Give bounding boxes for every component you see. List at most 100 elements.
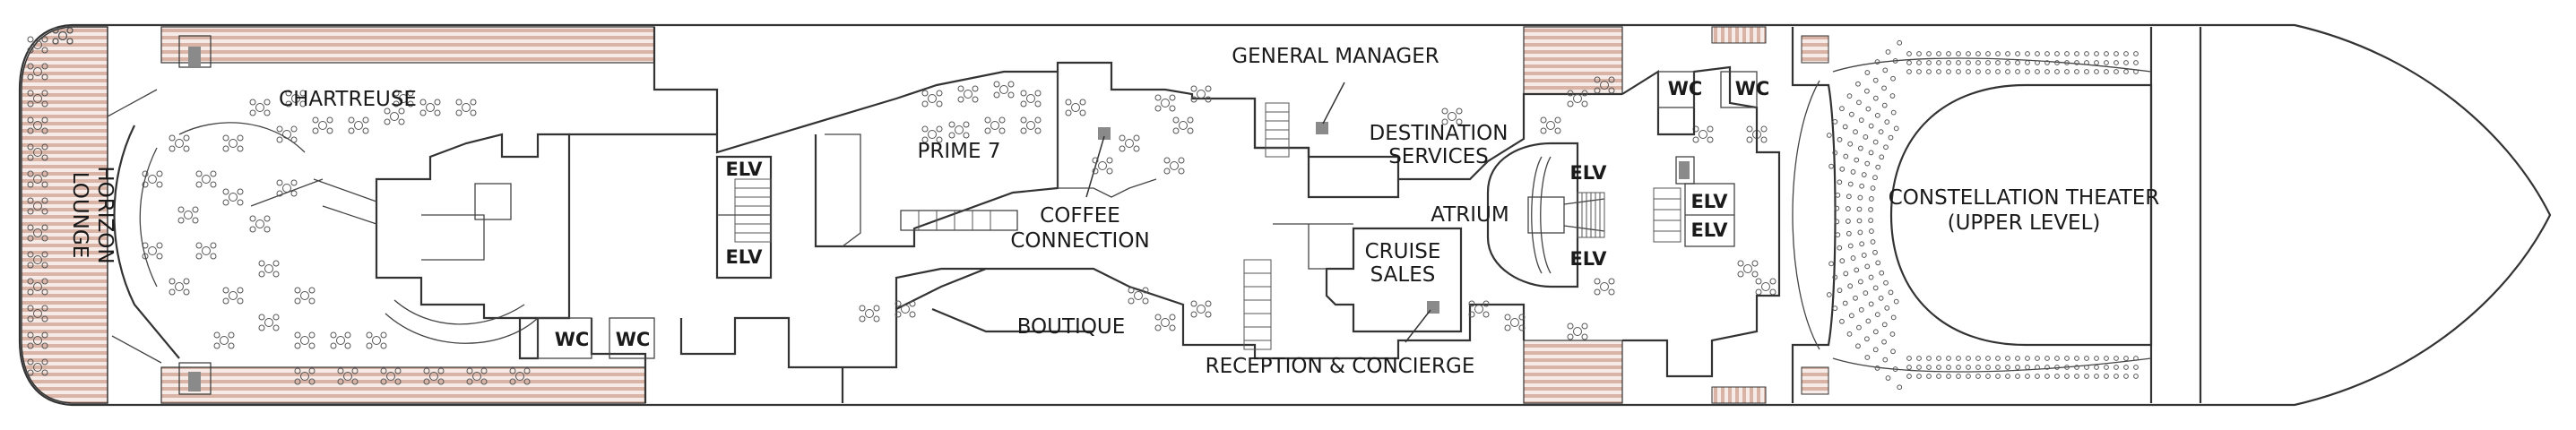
theater-seat: [1879, 270, 1885, 276]
aft-elevator-block: [715, 155, 773, 280]
mid-stairs-top: [1265, 102, 1290, 158]
lounge-seat-chair: [294, 342, 301, 349]
lounge-row-table: [472, 372, 481, 381]
stern-seat-chair: [27, 369, 34, 376]
theater-structure: [1791, 27, 2202, 403]
theater-seat-top: [1956, 51, 1961, 56]
misc-seat-chair: [1769, 278, 1776, 285]
theater-seat-top: [2114, 51, 2119, 56]
theater-seat: [1869, 228, 1874, 234]
theater-seat-top: [2025, 69, 2030, 74]
stern-seat-table: [33, 255, 42, 264]
label-prime7: PRIME 7: [918, 140, 1001, 163]
misc-seat-table: [1448, 112, 1457, 121]
theater-seat-bottom: [2005, 356, 2010, 361]
lounge-seat-table: [175, 139, 184, 148]
prime-seat-chair: [1065, 99, 1072, 106]
prime-seat-chair: [1133, 134, 1140, 142]
stern-seat-chair: [27, 208, 34, 215]
prime-seat-table: [928, 94, 937, 103]
lounge-row-chair: [294, 378, 301, 385]
theater-seat-bottom: [2015, 365, 2020, 370]
theater-seat: [1837, 245, 1843, 251]
theater-seat: [1884, 305, 1890, 311]
lounge-seat-chair: [407, 100, 414, 108]
lounge-seat-chair: [177, 206, 185, 213]
theater-seat: [1878, 129, 1884, 135]
lounge-seat-chair: [407, 90, 414, 97]
stern-seat-chair: [41, 197, 48, 204]
misc-seat-chair: [1504, 324, 1511, 331]
stern-top-chair: [66, 27, 73, 34]
theater-seat: [1872, 347, 1879, 353]
boutique-wall: [895, 267, 1094, 333]
theater-seat-top: [1906, 51, 1912, 56]
prime-seat-chair: [993, 91, 1000, 99]
theater-seat: [1853, 129, 1858, 135]
lounge-seat-chair: [183, 134, 190, 142]
lounge-seat-chair: [290, 190, 298, 197]
theater-seat-top: [2084, 69, 2089, 74]
theater-seat: [1872, 285, 1879, 291]
prime-seat-chair: [1106, 168, 1113, 175]
stern-seat-chair: [41, 369, 48, 376]
lounge-row-table: [300, 372, 309, 381]
stern-top-chair: [66, 38, 73, 45]
lounge-seat-chair: [308, 331, 316, 339]
lounge-seat-chair: [264, 226, 271, 233]
misc-seat-table: [1573, 327, 1582, 336]
stern-seat-chair: [41, 100, 48, 108]
misc-seat-chair: [1554, 127, 1561, 134]
stern-seat-chair: [41, 73, 48, 81]
prime-seat-chair: [998, 116, 1006, 124]
aft-core: [178, 35, 212, 68]
theater-seat-top: [2044, 60, 2050, 65]
theater-seat-bottom: [1975, 365, 1981, 370]
theater-seat-top: [1995, 51, 2001, 56]
lounge-row-chair: [308, 378, 316, 385]
theater-seat: [1872, 249, 1878, 255]
theater-seat-bottom: [2005, 365, 2010, 370]
theater-seat-top: [1926, 51, 1932, 56]
misc-seat-chair: [909, 300, 916, 307]
aft-upper-wall: [653, 27, 719, 134]
theater-seat-bottom: [1995, 365, 2001, 370]
theater-seat-top: [1946, 51, 1951, 56]
lounge-seat-table: [148, 246, 157, 255]
aft-bar-arc: [393, 299, 525, 325]
theater-seat: [1835, 192, 1841, 198]
lounge-seat-table: [229, 193, 238, 202]
theater-seat: [1868, 123, 1874, 129]
theater-seat-bottom: [1916, 365, 1922, 370]
theater-seat-bottom: [1916, 374, 1922, 379]
misc-seat-chair: [909, 311, 916, 318]
misc-seat-chair: [859, 305, 866, 312]
prime-seat-chair: [1190, 96, 1197, 103]
stern-seat-chair: [27, 262, 34, 269]
theater-seat: [1826, 133, 1832, 138]
theater-seat: [1879, 154, 1885, 160]
lounge-row-chair: [337, 378, 344, 385]
misc-seat-table: [1134, 291, 1143, 300]
theater-seat: [1848, 313, 1854, 319]
theater-seat-bottom: [1926, 356, 1932, 361]
theater-seat-top: [2054, 60, 2060, 65]
gm-leader: [1322, 82, 1345, 125]
lounge-seat-chair: [470, 99, 477, 106]
lounge-seat-chair: [294, 331, 301, 339]
stern-seat-table: [33, 121, 42, 130]
lounge-seat-chair: [434, 99, 441, 106]
theater-seat: [1890, 348, 1896, 355]
theater-seat-top: [1926, 69, 1932, 74]
misc-seat-chair: [1707, 125, 1714, 133]
stern-seat-chair: [27, 170, 34, 177]
misc-seat-chair: [1608, 87, 1615, 94]
lounge-seat-chair: [344, 331, 351, 339]
theater-seat-bottom: [2025, 356, 2030, 361]
theater-seat: [1868, 218, 1874, 223]
misc-seat-chair: [1518, 324, 1526, 331]
theater-seat: [1881, 102, 1888, 108]
theater-seat: [1897, 384, 1903, 391]
theater-seat: [1874, 112, 1880, 118]
